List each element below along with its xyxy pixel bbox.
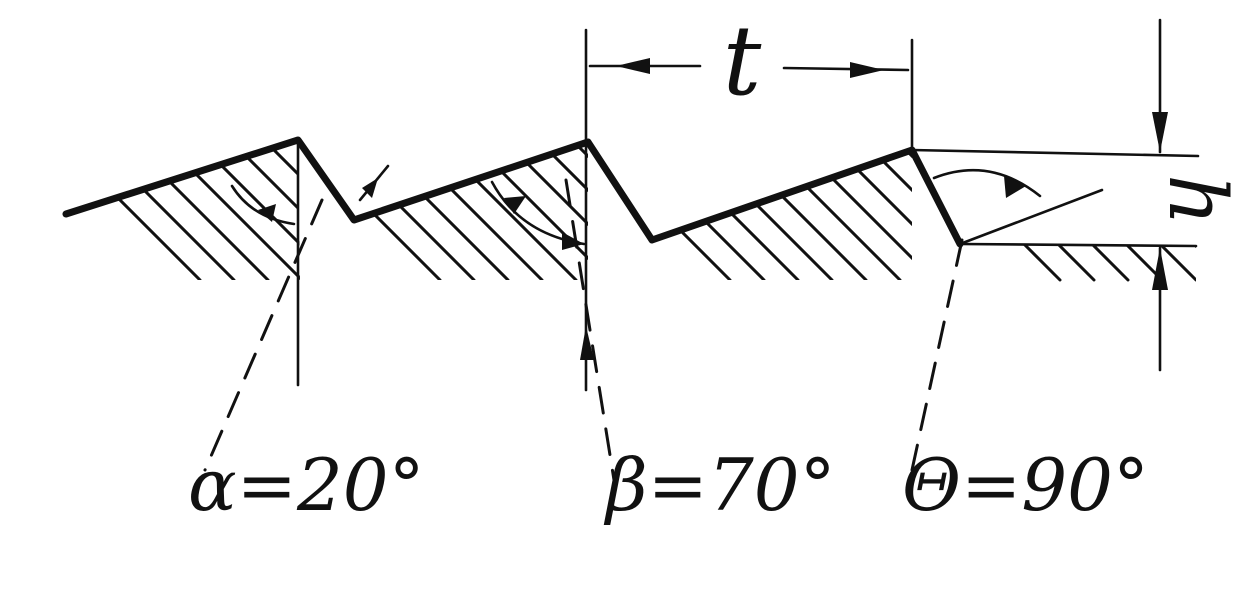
hatch-line — [874, 142, 912, 280]
hatch-line — [174, 140, 300, 280]
pitch-dimension-line-right — [782, 66, 910, 72]
theta-arc — [932, 168, 1042, 198]
tooth-profile-line — [62, 136, 964, 248]
bottom-extension-line — [958, 242, 1198, 248]
beta-leader-line — [564, 178, 616, 482]
hatch-line — [654, 120, 814, 280]
height-dimension: h — [1151, 18, 1244, 372]
height-arrowhead-top — [1152, 112, 1168, 152]
dashed-leader-lines — [203, 178, 964, 482]
hatch-line — [704, 142, 868, 280]
hatch-line — [806, 142, 912, 280]
hatch-line — [670, 142, 834, 280]
pitch-dimension: t — [588, 5, 910, 117]
hatch-line — [722, 120, 882, 280]
top-extension-line — [910, 148, 1200, 158]
hatch-line — [72, 140, 236, 280]
beta-arc-arrowhead-left — [504, 196, 526, 214]
hatch-line — [620, 120, 780, 280]
theta-reference-line — [958, 188, 1104, 246]
theta-label: Θ=90° — [902, 443, 1149, 527]
hatch-line — [588, 142, 732, 280]
pitch-label: t — [723, 5, 762, 117]
alpha-arc — [230, 184, 296, 226]
hatch-line — [756, 120, 916, 280]
hatch-line — [772, 142, 912, 280]
hatch-line — [1000, 150, 1164, 282]
alpha-label: α=20° — [188, 443, 425, 527]
hatch-line — [944, 120, 1104, 280]
hatch-line — [978, 120, 1138, 280]
height-arrowhead-bottom — [1152, 248, 1168, 290]
hatch-line — [242, 140, 300, 280]
theta-arc-arrowhead — [1004, 176, 1026, 198]
angle-arcs — [230, 164, 1042, 360]
beta-vertical-arrowhead — [580, 326, 594, 360]
pitch-arrowhead-left — [616, 58, 650, 74]
hatch-line — [346, 140, 510, 280]
beta-arc — [490, 180, 586, 246]
theta-leader-line — [910, 238, 964, 472]
beta-arc-arrowhead-right — [562, 232, 584, 250]
pitch-arrowhead-right — [850, 62, 884, 78]
alpha-leader-line — [203, 198, 324, 472]
hatch-line — [966, 150, 1130, 282]
alpha-arc-arrowhead — [258, 204, 276, 222]
hatch-line — [414, 140, 578, 280]
hatch-line — [840, 142, 912, 280]
beta-label: β=70° — [603, 443, 836, 527]
angle-labels: α=20° β=70° Θ=90° — [188, 443, 1149, 527]
alpha-tick-arrowhead — [362, 178, 378, 198]
hatch-line — [584, 140, 588, 280]
height-label: h — [1151, 174, 1244, 226]
hatch-line — [516, 140, 588, 280]
hatch-line — [912, 150, 1062, 282]
